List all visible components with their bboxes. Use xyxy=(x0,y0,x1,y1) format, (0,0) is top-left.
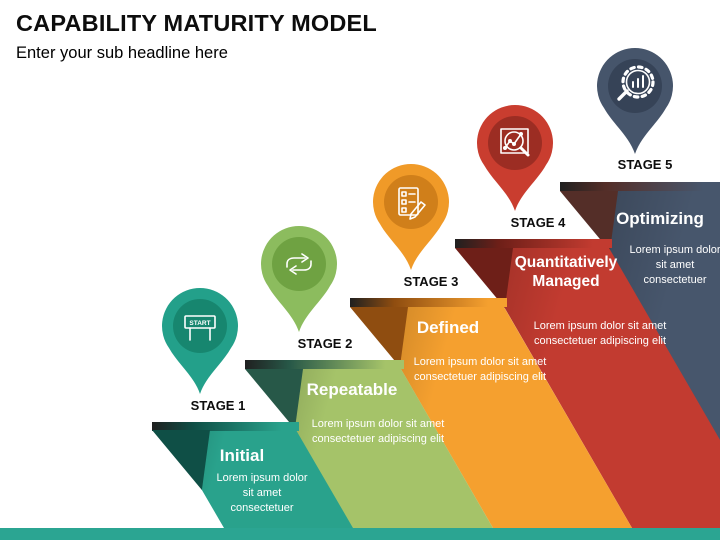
page-subtitle: Enter your sub headline here xyxy=(16,44,228,62)
stage-5-label: STAGE 5 xyxy=(617,157,673,172)
stage-2-name: Repeatable xyxy=(306,380,398,399)
stage-1-label: STAGE 1 xyxy=(190,398,246,413)
stage-3-name: Defined xyxy=(416,318,480,337)
sync-arrows-icon xyxy=(286,253,312,275)
stage-2-pin xyxy=(261,226,337,332)
stage-4-name: Quantitatively Managed xyxy=(514,254,618,290)
slide-header: CAPABILITY MATURITY MODEL Enter your sub… xyxy=(16,10,377,63)
stage-2-label: STAGE 2 xyxy=(297,336,353,351)
stage-1-name: Initial xyxy=(219,446,265,465)
stage-1-body: Lorem ipsum dolor sit amet consectetuer xyxy=(216,472,308,514)
stage-4-step-bar xyxy=(455,239,612,248)
stage-1-step-bar xyxy=(152,422,299,431)
stage-5-step-bar xyxy=(560,182,720,191)
stage-5-pin xyxy=(597,48,673,155)
svg-text:START: START xyxy=(189,320,210,327)
stage-2-step-bar xyxy=(245,360,404,369)
bottom-border-strip xyxy=(0,528,720,540)
gear-magnifier-icon xyxy=(617,65,655,101)
stage-3-body: Lorem ipsum dolor sit amet consectetuer … xyxy=(413,356,547,383)
checklist-pencil-icon xyxy=(398,187,426,220)
page-title: CAPABILITY MATURITY MODEL xyxy=(16,10,377,36)
stage-3-step-bar xyxy=(350,298,507,307)
stage-3-label: STAGE 3 xyxy=(403,274,459,289)
stage-3-pin xyxy=(373,164,449,270)
stage-1-pin: START xyxy=(162,288,238,394)
stage-4-label: STAGE 4 xyxy=(510,215,566,230)
stage-4-body: Lorem ipsum dolor sit amet consectetuer … xyxy=(533,320,667,347)
stage-5-name: Optimizing xyxy=(616,209,704,228)
stage-2-body: Lorem ipsum dolor sit amet consectetuer … xyxy=(311,418,445,445)
stage-4-pin xyxy=(477,105,553,211)
stage-5-body: Lorem ipsum dolor sit amet consectetuer xyxy=(629,244,720,286)
start-sign-icon xyxy=(184,315,216,341)
chart-magnifier-icon xyxy=(500,128,530,157)
